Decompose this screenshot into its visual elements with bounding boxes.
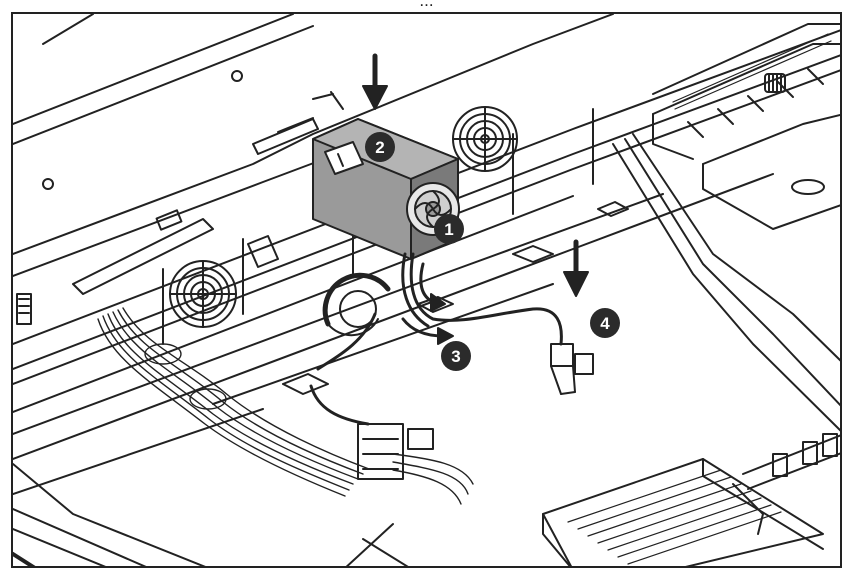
lower-fan bbox=[322, 272, 391, 337]
power-connector-block bbox=[357, 423, 474, 505]
ribbon-cable-bundle bbox=[97, 307, 370, 497]
figure-caption: ... bbox=[0, 0, 853, 9]
drive-cage bbox=[612, 23, 840, 432]
fan-connector bbox=[550, 343, 594, 395]
fan-guard-icon bbox=[169, 260, 237, 328]
upper-chassis-panel bbox=[13, 14, 614, 295]
callout-1-label: 1 bbox=[444, 220, 453, 239]
fan-bay-wall bbox=[13, 108, 774, 495]
callout-2-label: 2 bbox=[375, 138, 384, 157]
down-arrow-icon bbox=[563, 239, 589, 297]
callout-2: 2 bbox=[365, 132, 395, 162]
down-arrow-icon bbox=[362, 53, 388, 110]
left-edge-connector bbox=[16, 293, 32, 325]
callout-3: 3 bbox=[441, 341, 471, 371]
cable-clip bbox=[282, 201, 629, 395]
second-fan-cable bbox=[309, 312, 377, 426]
server-fan-installation-diagram: 1 2 3 4 bbox=[13, 14, 840, 566]
callout-4: 4 bbox=[590, 308, 620, 338]
callout-1: 1 bbox=[434, 214, 464, 244]
memory-slots bbox=[732, 433, 840, 535]
callout-3-label: 3 bbox=[451, 347, 460, 366]
heatsink bbox=[542, 458, 824, 566]
callout-4-label: 4 bbox=[600, 314, 610, 333]
fan-guard-icon bbox=[452, 106, 518, 172]
fan-cable bbox=[401, 252, 563, 346]
illustration-frame: 1 2 3 4 bbox=[11, 12, 842, 568]
chassis-floor bbox=[13, 463, 409, 566]
